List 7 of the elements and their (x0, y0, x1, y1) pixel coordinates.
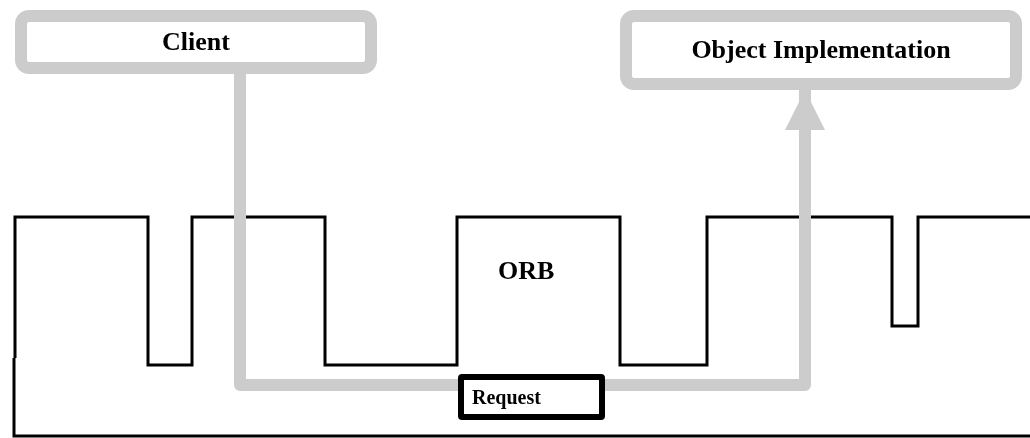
node-label: Request (472, 385, 541, 409)
node-label: Client (162, 27, 230, 57)
client-box (15, 10, 377, 74)
node-label: Object Implementation (691, 35, 951, 65)
node-label: ORB (498, 256, 555, 285)
object-implementation-box (620, 10, 1022, 90)
request-box (458, 374, 605, 420)
